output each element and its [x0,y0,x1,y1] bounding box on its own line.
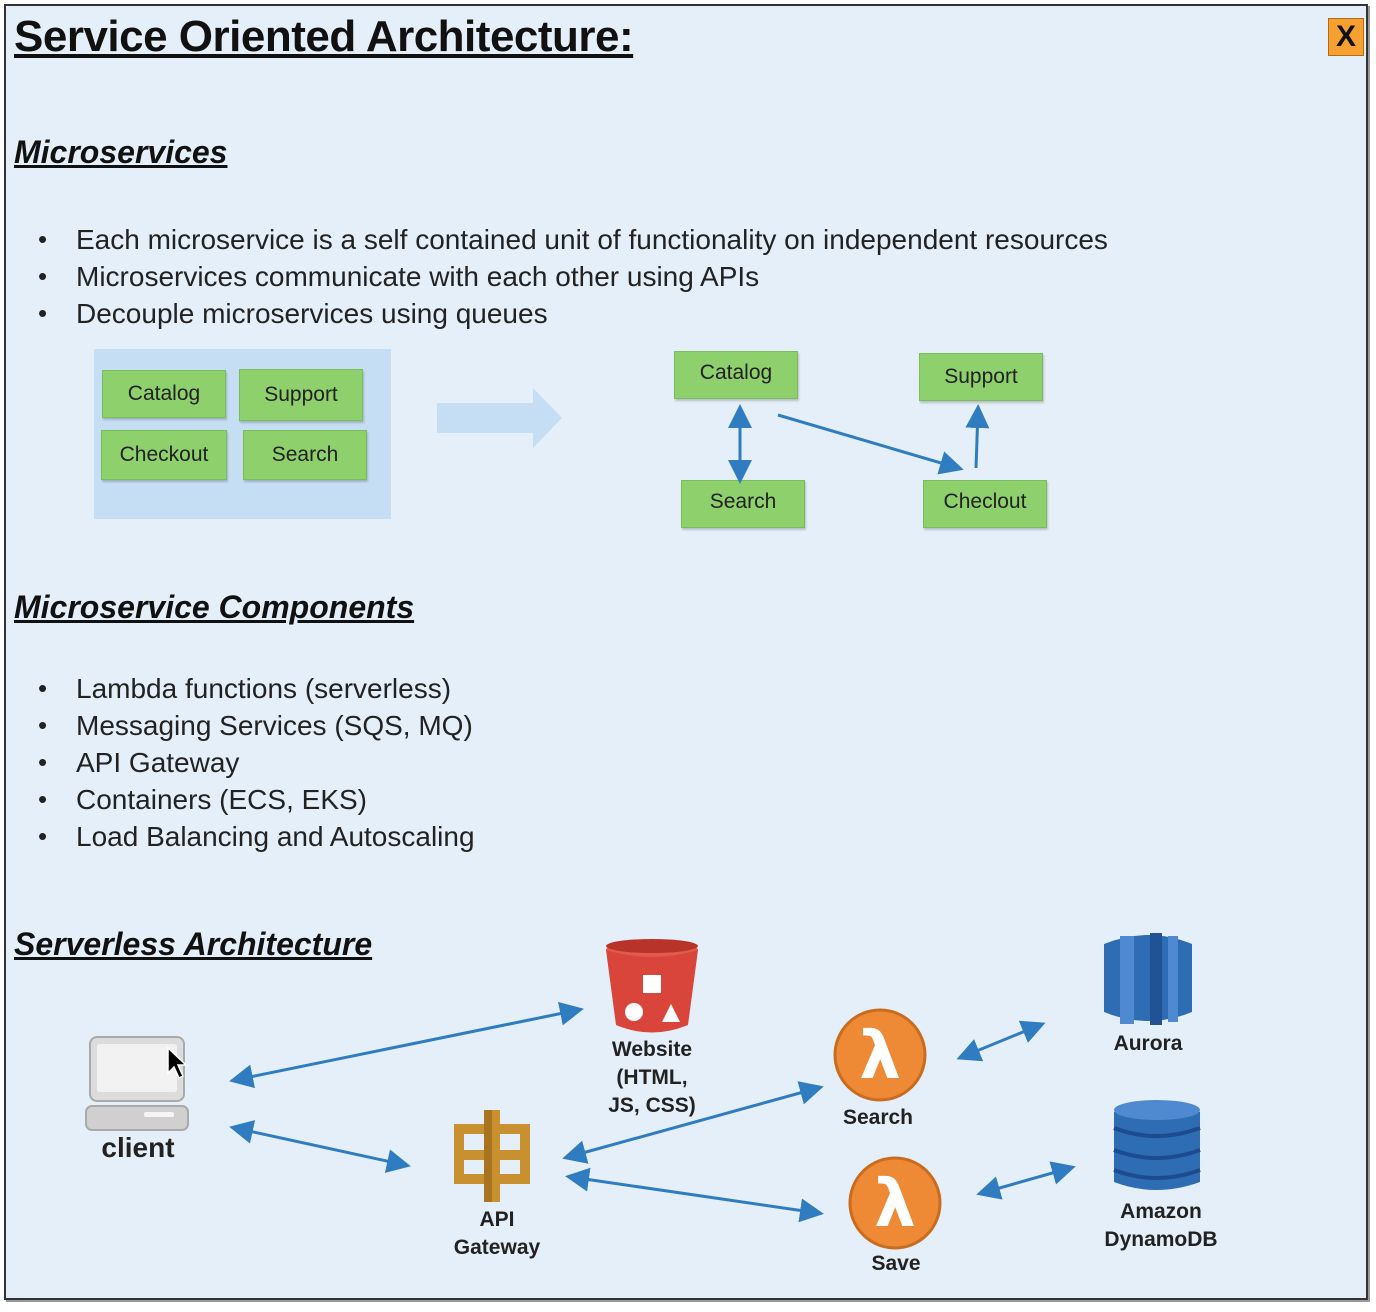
serverless-arrows [229,1001,1076,1223]
close-icon: X [1335,20,1356,53]
microservices-bullets: Each microservice is a self contained un… [36,221,1108,332]
monolith-catalog-box: Catalog [102,370,226,418]
list-item: Microservices communicate with each othe… [36,258,1108,295]
list-item: Messaging Services (SQS, MQ) [36,707,475,744]
s3-bucket-icon [606,939,698,1033]
api-gateway-icon [454,1110,530,1202]
list-item: Containers (ECS, EKS) [36,781,475,818]
list-item: API Gateway [36,744,475,781]
lambda-icon: λ [848,1156,942,1250]
gateway-search-arrow [562,1081,824,1164]
aurora-db-icon [1104,933,1192,1025]
client-gateway-arrow [229,1120,411,1173]
service-support-box: Support [919,353,1043,401]
service-catalog-box: Catalog [674,351,798,399]
dynamodb-icon [1113,1100,1201,1190]
monolith-checkout-box: Checkout [101,430,227,480]
lambda-icon: λ [833,1008,927,1102]
serverless-heading: Serverless Architecture [14,926,373,962]
close-button[interactable]: X [1328,18,1364,56]
save-lambda-label: Save [871,1252,921,1275]
client-label: client [101,1132,175,1163]
page-title: Service Oriented Architecture: [14,12,634,61]
monolith-support-box: Support [239,369,363,421]
service-checkout-box: Checlout [923,480,1047,528]
save-dynamodb-arrow [976,1161,1076,1200]
search-lambda-label: Search [842,1106,914,1129]
microservices-heading: Microservices [14,134,228,170]
search-aurora-arrow [956,1020,1046,1062]
catalog-checkout-arrow [777,413,964,475]
mouse-cursor-icon [167,1046,188,1080]
svg-text:λ: λ [859,1017,901,1094]
components-bullets: Lambda functions (serverless) Messaging … [36,670,475,855]
service-arrows [728,404,990,484]
aurora-label: Aurora [1113,1032,1183,1055]
gateway-save-arrow [565,1167,824,1223]
service-search-box: Search [681,480,805,528]
monolith-search-box: Search [243,430,367,480]
list-item: Load Balancing and Autoscaling [36,818,475,855]
block-arrow-icon [437,388,562,448]
svg-text:λ: λ [874,1165,916,1242]
list-item: Decouple microservices using queues [36,295,1108,332]
client-website-arrow [229,1001,584,1089]
checkout-support-arrow [965,404,990,469]
components-heading: Microservice Components [14,589,415,625]
list-item: Each microservice is a self contained un… [36,221,1108,258]
list-item: Lambda functions (serverless) [36,670,475,707]
laptop-icon [85,1036,189,1131]
